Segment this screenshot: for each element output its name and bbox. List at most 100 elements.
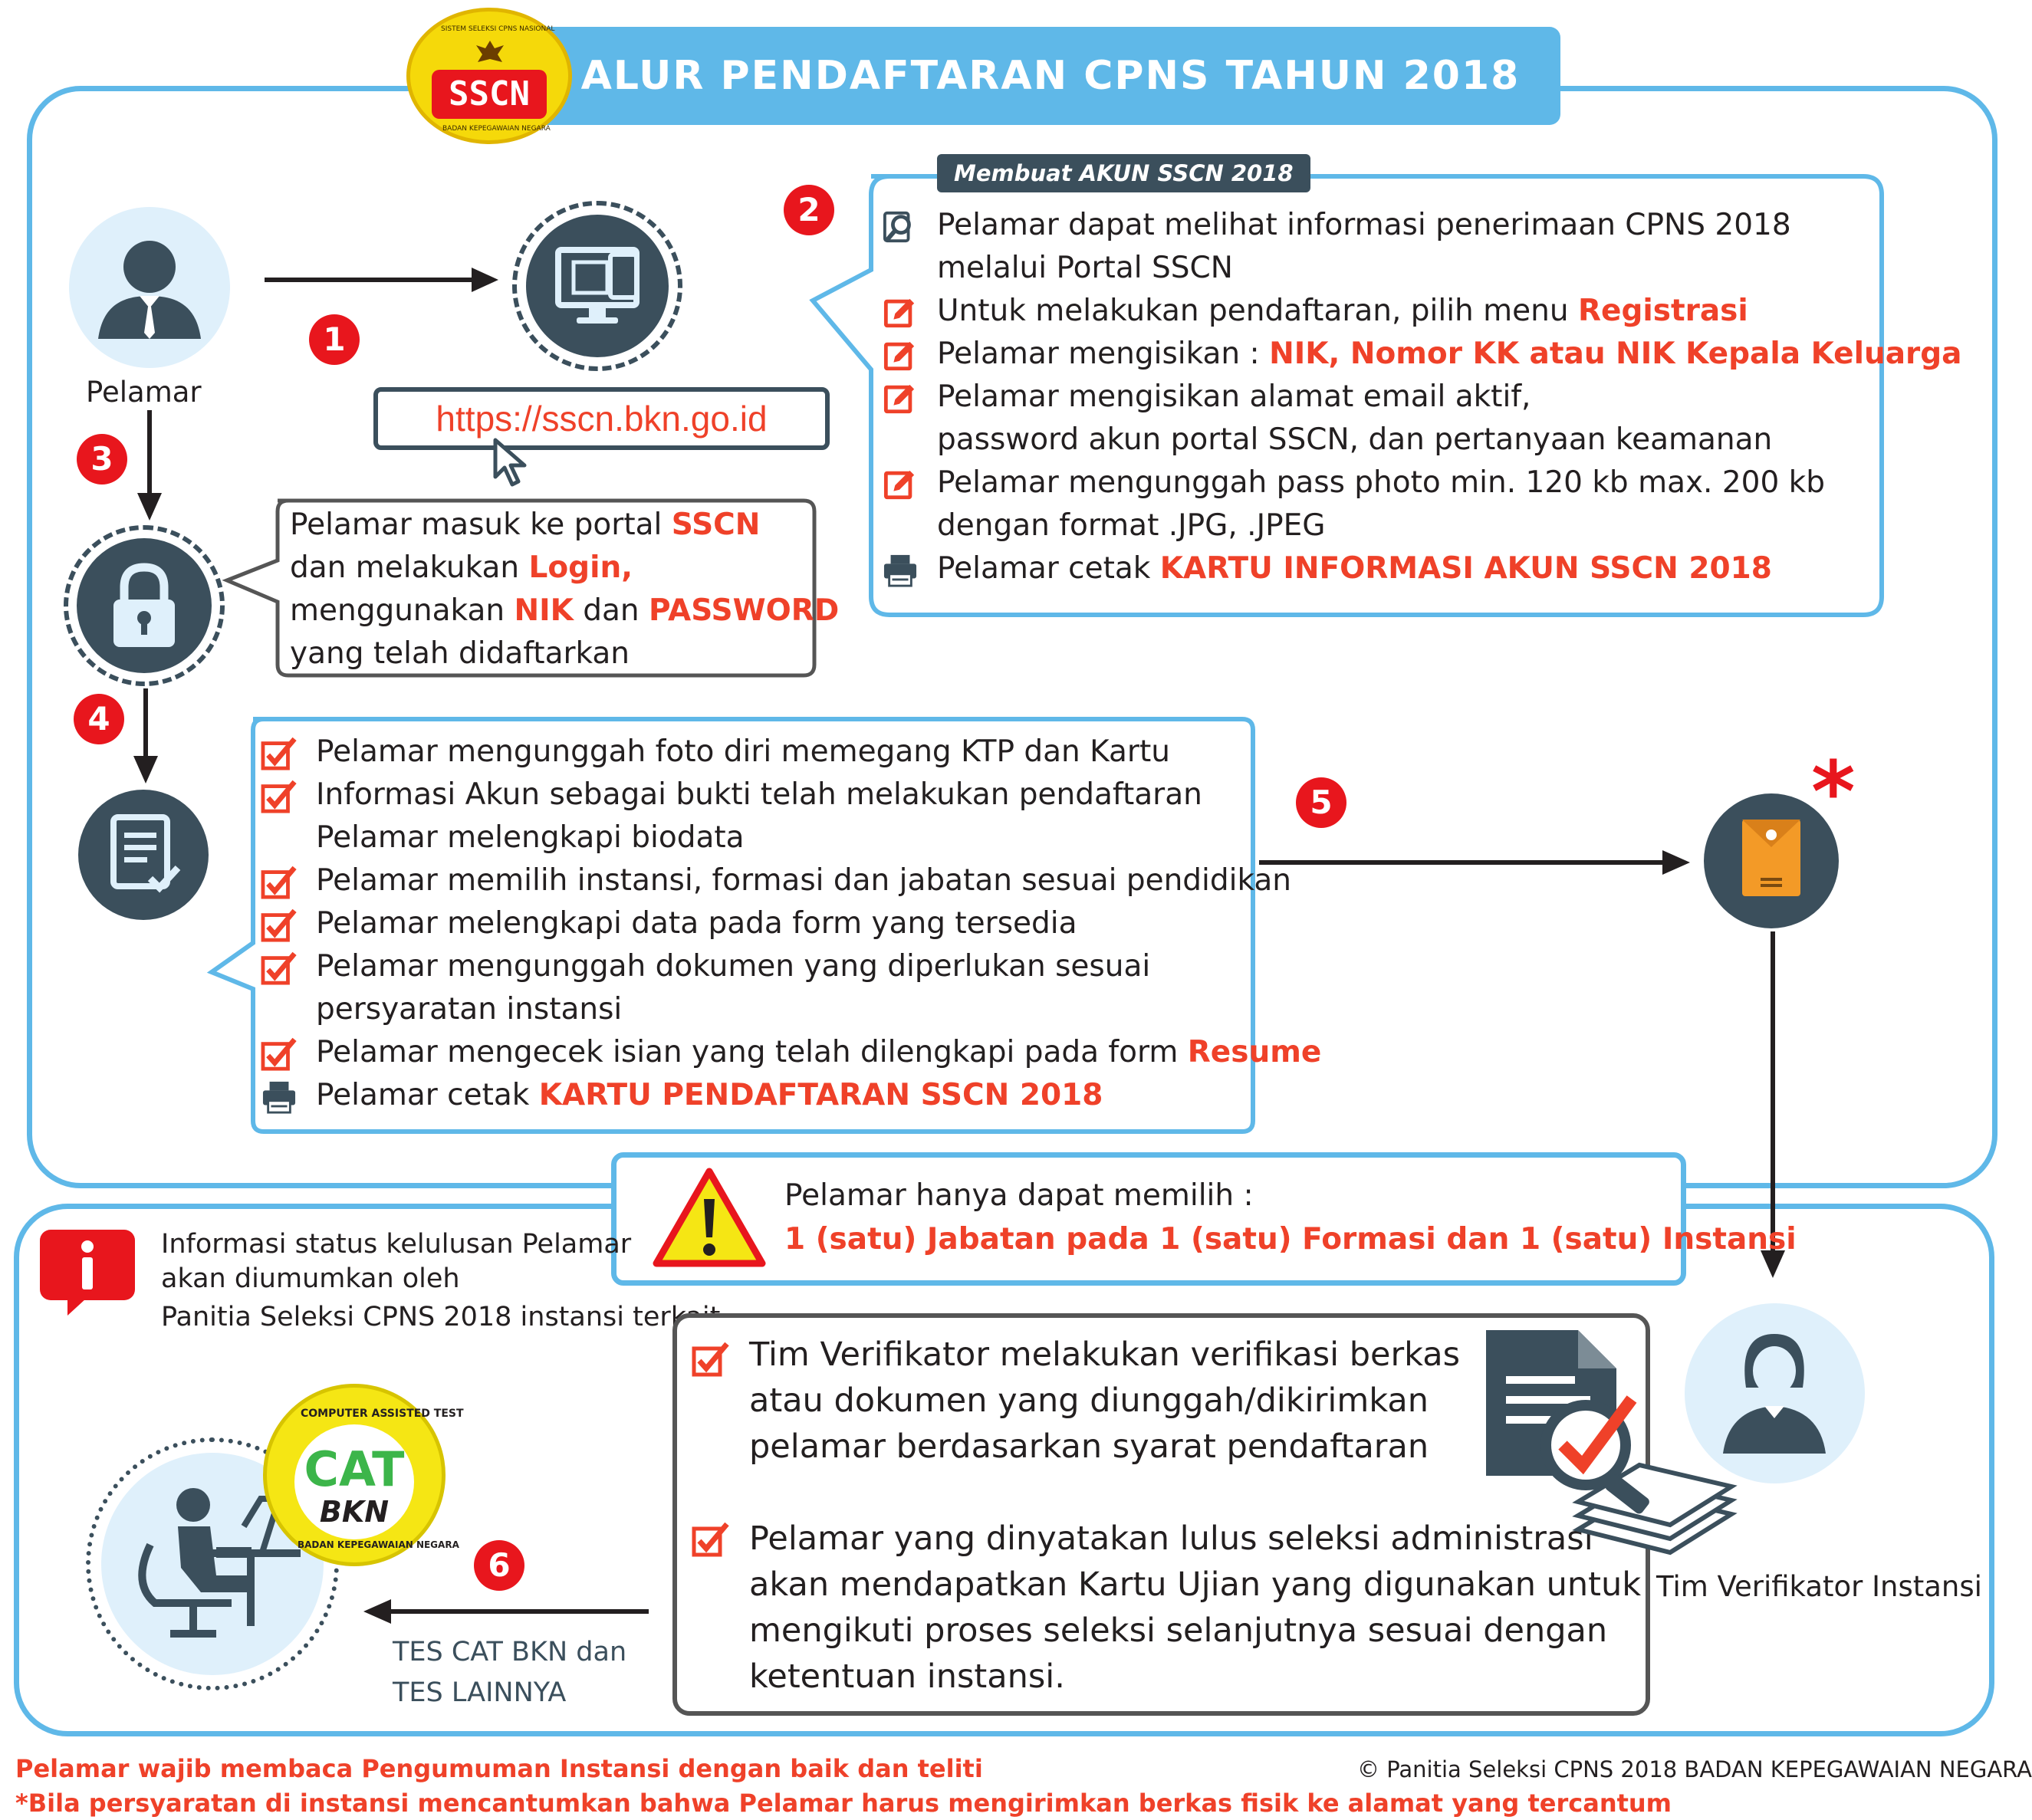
document-inspection-icon [1486, 1330, 1738, 1556]
list-item-text: Pelamar mengunggah foto diri memegang KT… [316, 734, 1170, 769]
footer-note-1: Pelamar wajib membaca Pengumuman Instans… [15, 1754, 983, 1783]
verifikator-label: Tim Verifikator Instansi [1656, 1570, 1982, 1603]
cat-bkn-logo: COMPUTER ASSISTED TEST CAT BKN BADAN KEP… [263, 1384, 464, 1566]
list-item-text: Pelamar mengunggah pass photo min. 120 k… [937, 465, 1826, 500]
list-item-text: persyaratan instansi [316, 992, 623, 1027]
login-box-frame [222, 498, 817, 678]
logo-text: SSCN [449, 74, 530, 113]
step-1-badge: 1 [309, 314, 360, 365]
step-3-badge: 3 [77, 434, 127, 485]
check-icon [261, 780, 298, 813]
page-title: ALUR PENDAFTARAN CPNS TAHUN 2018 [580, 53, 1521, 99]
list-item-text: Pelamar mengunggah dokumen yang diperluk… [316, 949, 1151, 984]
lock-ring [64, 525, 225, 686]
check-icon [692, 1522, 729, 1557]
person-at-computer-icon [138, 1488, 301, 1638]
edit-icon [882, 296, 919, 330]
verification-p2-line: Pelamar yang dinyatakan lulus seleksi ad… [749, 1519, 1593, 1558]
list-item-text: Pelamar cetak KARTU PENDAFTARAN SSCN 201… [316, 1078, 1103, 1112]
url-box[interactable] [373, 387, 830, 450]
test-label-2: TES LAINNYA [393, 1677, 567, 1708]
check-icon [692, 1342, 729, 1377]
lock-circle [77, 538, 212, 673]
list-item-text: Pelamar melengkapi biodata [316, 820, 745, 855]
info-line-1: Informasi status kelulusan Pelamar [161, 1229, 632, 1260]
edit-icon [882, 382, 919, 416]
cat-inner [294, 1424, 414, 1539]
verification-p1-line: pelamar berdasarkan syarat pendaftaran [749, 1427, 1429, 1466]
url-text[interactable]: https://sscn.bkn.go.id [436, 399, 768, 439]
pelamar-label: Pelamar [86, 376, 202, 409]
computer-device-icon [555, 247, 640, 324]
step-5-badge: 5 [1296, 777, 1346, 828]
warning-box [611, 1152, 1686, 1286]
arrow-to-cat [363, 1599, 649, 1624]
edit-icon [882, 468, 919, 501]
warning-line-2: 1 (satu) Jabatan pada 1 (satu) Formasi d… [784, 1222, 1797, 1257]
device-circle [526, 215, 669, 357]
sscn-logo: SISTEM SELEKSI CPNS NASIONAL SSCN BADAN … [406, 8, 572, 144]
info-line-3: Panitia Seleksi CPNS 2018 instansi terka… [161, 1302, 721, 1332]
list-item-text: Pelamar mengecek isian yang telah dileng… [316, 1035, 1322, 1069]
verification-p2-line: ketentuan instansi. [749, 1657, 1065, 1696]
account-box-header: Membuat AKUN SSCN 2018 [937, 154, 1310, 192]
arrow-to-form [133, 688, 158, 784]
woman-person-icon [1723, 1334, 1826, 1454]
printer-icon [882, 554, 919, 587]
pelamar-avatar [69, 207, 230, 368]
list-item-text: dengan format .JPG, .JPEG [937, 508, 1326, 543]
cat-ring-bottom: BADAN KEPEGAWAIAN NEGARA [298, 1539, 459, 1550]
check-icon [261, 866, 298, 899]
info-line-2: akan diumumkan oleh [161, 1263, 460, 1294]
title-bar [506, 27, 1560, 125]
envelope-document-icon [1742, 820, 1800, 896]
arrow-to-verifikator [1761, 931, 1785, 1278]
warning-triangle-icon [653, 1168, 766, 1267]
envelope-circle [1704, 793, 1839, 928]
verification-p1: Tim Verifikator melakukan verifikasi ber… [749, 1332, 1460, 1470]
device-ring [512, 201, 682, 371]
footer-note-2: *Bila persyaratan di instansi mencantumk… [15, 1789, 1672, 1818]
verification-p1-line: atau dokumen yang diunggah/dikirimkan [749, 1381, 1429, 1420]
logo-red-band [432, 70, 547, 119]
verifikator-avatar [1685, 1303, 1865, 1483]
cat-ring-top: COMPUTER ASSISTED TEST [301, 1408, 464, 1420]
verification-p2-line: akan mendapatkan Kartu Ujian yang diguna… [749, 1565, 1642, 1604]
step-4-badge: 4 [74, 694, 124, 744]
list-item-text: Pelamar dapat melihat informasi penerima… [937, 208, 1791, 242]
search-icon [882, 210, 919, 244]
check-icon [261, 908, 298, 942]
list-item-text: Pelamar memilih instansi, formasi dan ja… [316, 863, 1291, 898]
login-line-1: Pelamar masuk ke portal SSCN [290, 508, 761, 542]
login-line-4: yang telah didaftarkan [290, 636, 630, 671]
list-item-text: Pelamar mengisikan : NIK, Nomor KK atau … [937, 337, 1962, 371]
check-icon [261, 737, 298, 770]
cursor-icon [493, 438, 527, 487]
arrow-to-login [137, 410, 162, 521]
list-item-text: Pelamar mengisikan alamat email aktif, [937, 379, 1531, 414]
step-6-badge: 6 [474, 1540, 524, 1591]
test-label-1: TES CAT BKN dan [393, 1637, 627, 1667]
arrow-to-portal [265, 268, 498, 292]
verification-p2-line: mengikuti proses seleksi selanjutnya ses… [749, 1611, 1608, 1650]
step-2-badge: 2 [784, 185, 834, 235]
printer-icon [261, 1080, 298, 1114]
garuda-emblem-icon [475, 39, 505, 67]
verification-p1-line: Tim Verifikator melakukan verifikasi ber… [749, 1335, 1461, 1374]
list-item-text: Pelamar melengkapi data pada form yang t… [316, 906, 1077, 941]
login-line-2: dan melakukan Login, [290, 550, 633, 585]
warning-line-1: Pelamar hanya dapat memilih : [784, 1178, 1254, 1213]
edit-icon [882, 339, 919, 373]
list-item-text: password akun portal SSCN, dan pertanyaa… [937, 422, 1773, 457]
asterisk-mark: * [1811, 743, 1856, 841]
logo-ring-top: SISTEM SELEKSI CPNS NASIONAL [441, 25, 555, 33]
info-icon [40, 1230, 135, 1316]
check-icon [261, 1037, 298, 1071]
list-item-text: melalui Portal SSCN [937, 251, 1233, 285]
form-circle [78, 790, 209, 920]
list-item-text: Informasi Akun sebagai bukti telah melak… [316, 777, 1202, 812]
logo-ring-bottom: BADAN KEPEGAWAIAN NEGARA [442, 125, 551, 133]
cat-bkn-text: BKN [319, 1495, 390, 1529]
cat-text: CAT [304, 1441, 405, 1497]
check-icon [261, 951, 298, 985]
